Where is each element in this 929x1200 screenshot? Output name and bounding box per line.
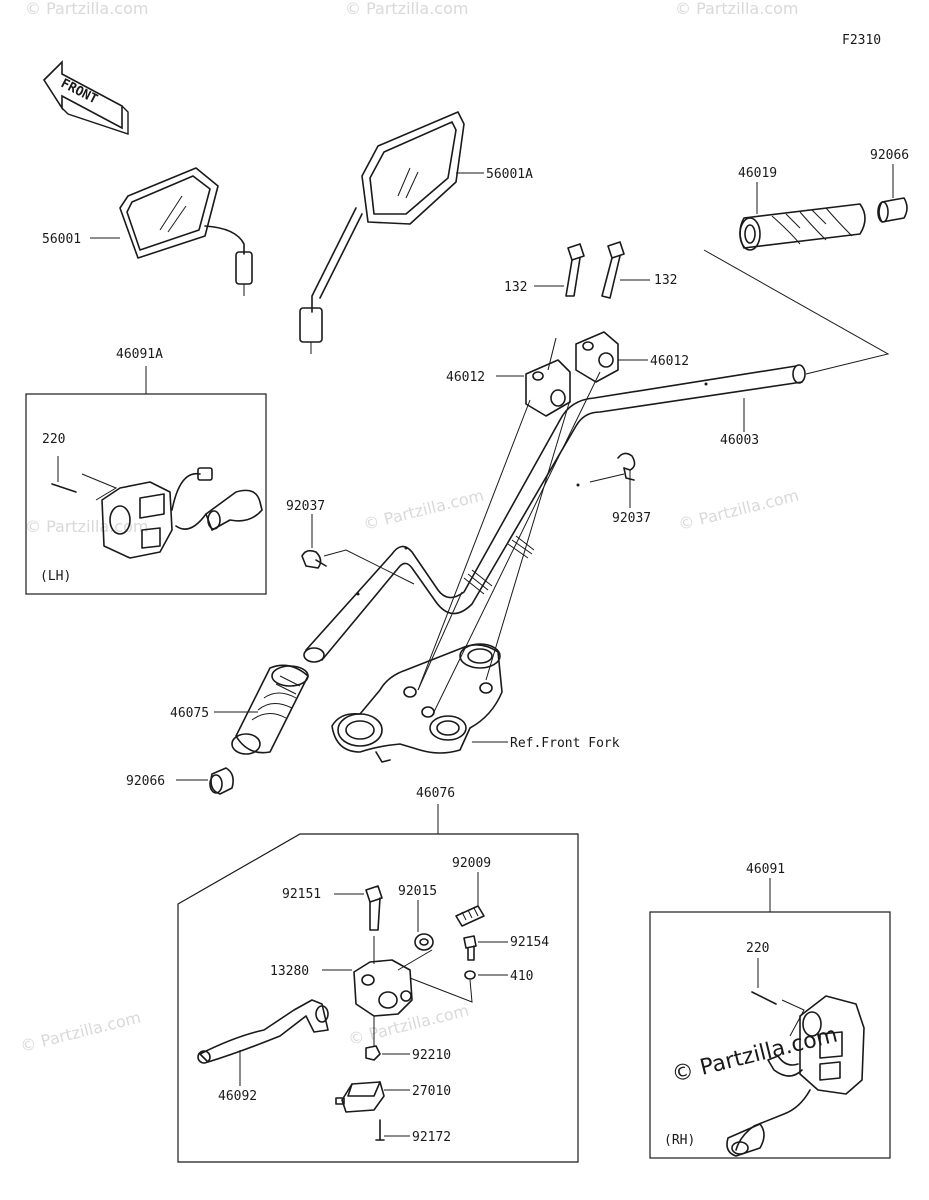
label-92037-left: 92037 [286,499,325,514]
label-220-lh: 220 [42,432,65,447]
grip-left [231,664,309,755]
clutch-lever-46092 [197,999,329,1064]
assembly-box-46076 [177,833,579,1163]
label-92066-top: 92066 [870,148,909,163]
label-92066-bottom: 92066 [126,774,165,789]
label-92009: 92009 [452,856,491,871]
watermark: © Partzilla.com [25,517,148,536]
grip-right [739,203,866,251]
label-132-left: 132 [504,280,527,295]
handlebar [303,364,806,663]
clamp-92037-left [301,549,327,569]
clamp-92037-right [617,452,636,481]
bolt-132-right [601,241,625,299]
handlebar-holder-right [575,331,619,383]
watermark: © Partzilla.com [361,486,485,534]
label-220-rh: 220 [746,941,769,956]
watermark: © Partzilla.com [346,1001,470,1049]
label-92172: 92172 [412,1130,451,1145]
label-92037-right: 92037 [612,511,651,526]
handlebar-holder-left [525,337,571,417]
label-13280: 13280 [270,964,309,979]
label-56001: 56001 [42,232,81,247]
diagram-code: F2310 [842,33,881,48]
bolt-92154 [463,935,477,961]
bolt-132-left [565,243,585,297]
washer-410 [464,970,476,980]
lever-holder-13280 [353,959,413,1017]
screw-92172 [375,1119,385,1141]
assembly-box-46091A [25,393,267,595]
watermark: © Partzilla.com [675,0,798,18]
label-46092: 46092 [218,1089,257,1104]
label-410: 410 [510,969,533,984]
watermark-prominent: © Partzilla.com [669,1022,840,1087]
front-arrow-icon: FRONT [42,60,129,135]
label-92154: 92154 [510,935,549,950]
watermark: © Partzilla.com [25,0,148,18]
clutch-switch-27010 [335,1081,385,1113]
label-92210: 92210 [412,1048,451,1063]
label-46012-right: 46012 [650,354,689,369]
label-46091: 46091 [746,862,785,877]
watermark: © Partzilla.com [676,486,800,534]
label-46019: 46019 [738,166,777,181]
label-46076: 46076 [416,786,455,801]
bar-end-weight-bottom [209,767,234,795]
bar-end-weight-top [877,197,908,223]
watermark: © Partzilla.com [18,1008,142,1056]
switch-housing-right [726,995,865,1157]
label-56001A: 56001A [486,167,533,182]
mirror-left [119,167,253,296]
label-132-right: 132 [654,273,677,288]
watermark: © Partzilla.com [345,0,468,18]
nut-92210 [365,1045,381,1061]
rh-tag: (RH) [664,1133,695,1148]
label-46091A: 46091A [116,347,163,362]
lh-tag: (LH) [40,569,71,584]
switch-housing-left [101,467,263,559]
label-ref-front-fork: Ref.Front Fork [510,736,620,751]
washer-92015 [414,933,434,951]
steering-stem-bracket [331,643,503,763]
label-46075: 46075 [170,706,209,721]
assembly-box-46091 [649,911,891,1159]
mirror-right [299,111,465,354]
label-92151: 92151 [282,887,321,902]
label-27010: 27010 [412,1084,451,1099]
bolt-92151 [365,885,383,931]
label-92015: 92015 [398,884,437,899]
label-46003: 46003 [720,433,759,448]
adjuster-bolt-92009 [455,905,485,927]
label-46012-left: 46012 [446,370,485,385]
